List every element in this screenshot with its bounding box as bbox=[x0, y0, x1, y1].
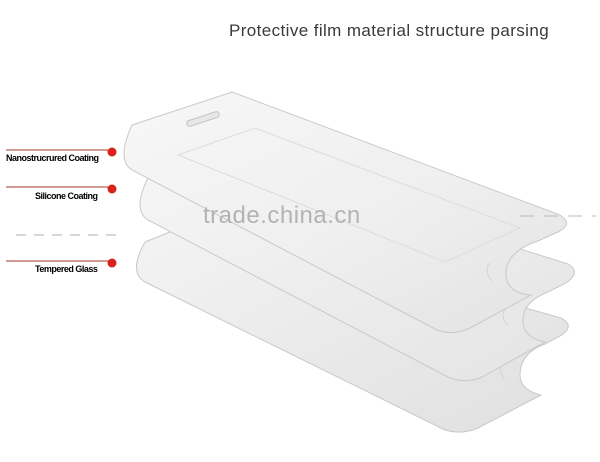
watermark: trade.china.cn bbox=[203, 202, 361, 229]
marker-nanostructured bbox=[107, 147, 117, 157]
layer-label-tempered-glass: Tempered Glass bbox=[35, 264, 98, 274]
nanostructured-coating-sheet bbox=[123, 91, 567, 334]
layer-label-silicone-coating: Silicone Coating bbox=[35, 191, 98, 201]
marker-silicone bbox=[107, 184, 117, 194]
marker-tempered bbox=[107, 258, 117, 268]
faint-marks bbox=[16, 215, 596, 236]
layer-label-nanostructured-coating: Nanostrucrured Coating bbox=[6, 153, 99, 163]
diagram-title: Protective film material structure parsi… bbox=[229, 21, 550, 40]
speaker-slot-icon bbox=[186, 111, 220, 127]
